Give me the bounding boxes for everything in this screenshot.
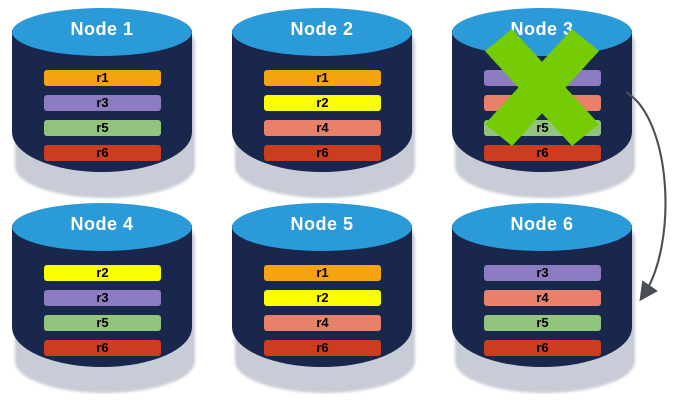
replica-list: r3 r4 r5 r6 [484,70,601,161]
replica-bar[interactable]: r6 [44,340,161,356]
replica-bar[interactable]: r1 [264,265,381,281]
replica-bar[interactable]: r1 [44,70,161,86]
cylinder-top-ellipse [232,203,412,251]
replica-bar[interactable]: r4 [264,120,381,136]
replica-bar[interactable]: r6 [484,145,601,161]
replica-bar[interactable]: r6 [44,145,161,161]
replica-bar[interactable]: r3 [484,70,601,86]
cylinder-top-ellipse [12,8,192,56]
replica-list: r1 r2 r4 r6 [264,70,381,161]
replica-list: r2 r3 r5 r6 [44,265,161,356]
cylinder-top-ellipse [452,8,632,56]
replica-bar[interactable]: r5 [44,315,161,331]
replica-bar[interactable]: r5 [44,120,161,136]
replica-list: r3 r4 r5 r6 [484,265,601,356]
replica-bar[interactable]: r4 [484,95,601,111]
cylinder-top-ellipse [452,203,632,251]
replica-bar[interactable]: r2 [44,265,161,281]
replica-bar[interactable]: r3 [44,290,161,306]
replica-bar[interactable]: r4 [484,290,601,306]
cylinder-top-ellipse [12,203,192,251]
replica-bar[interactable]: r4 [264,315,381,331]
replica-bar[interactable]: r5 [484,120,601,136]
replica-bar[interactable]: r1 [264,70,381,86]
replica-bar[interactable]: r6 [484,340,601,356]
cylinder-top-ellipse [232,8,412,56]
replica-list: r1 r3 r5 r6 [44,70,161,161]
replica-bar[interactable]: r6 [264,145,381,161]
replica-bar[interactable]: r5 [484,315,601,331]
replica-bar[interactable]: r2 [264,290,381,306]
replica-list: r1 r2 r4 r6 [264,265,381,356]
replica-bar[interactable]: r3 [484,265,601,281]
replica-bar[interactable]: r6 [264,340,381,356]
replica-bar[interactable]: r2 [264,95,381,111]
replica-bar[interactable]: r3 [44,95,161,111]
